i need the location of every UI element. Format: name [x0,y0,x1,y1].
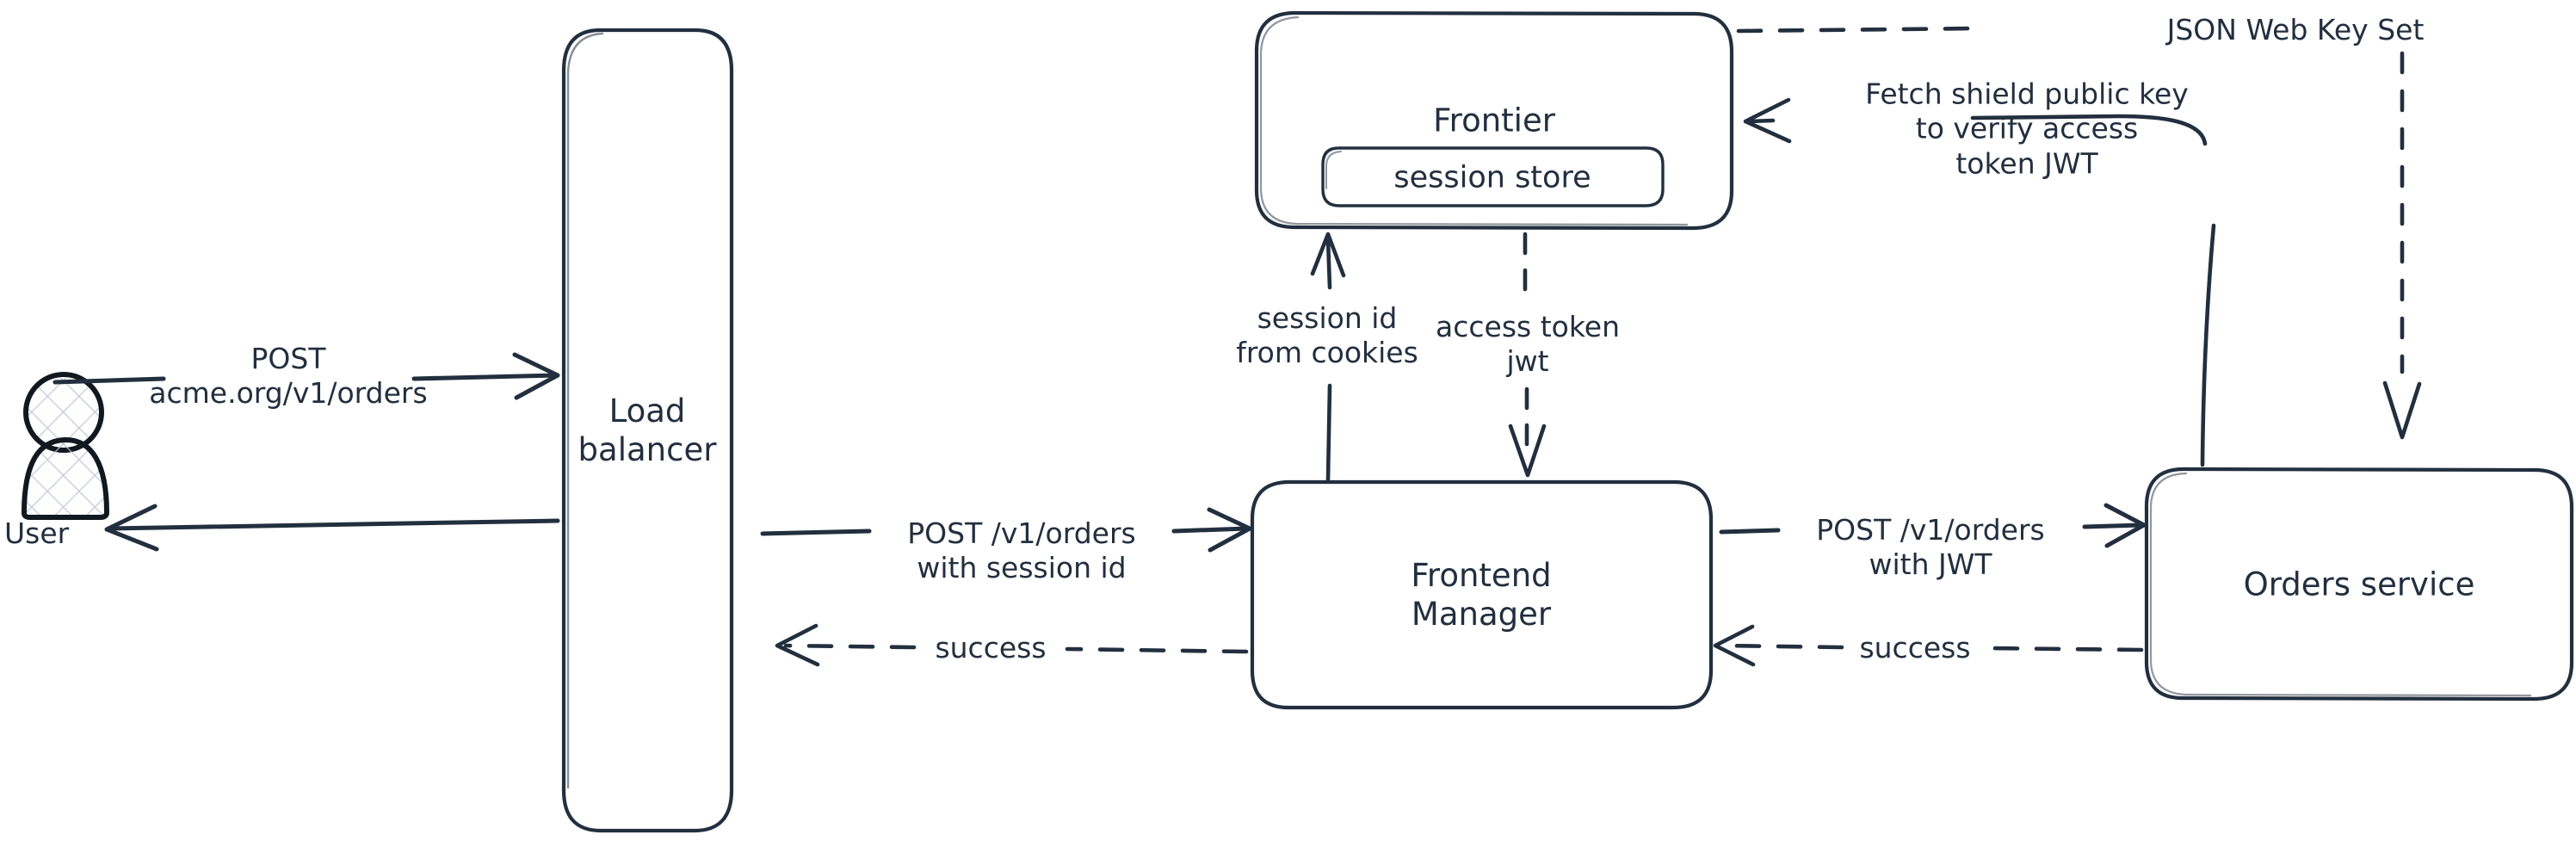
edge-user-to-lb [53,352,560,400]
edge-fm-to-lb [775,623,1249,667]
edge-label-lb-to-fm: POST /v1/orders with session id [907,516,1136,584]
frontier-label: Frontier [1433,102,1555,139]
edge-frontier-to-orders [1736,26,2422,440]
edge-label-fm-to-lb: success [935,630,1047,665]
session-store-label: session store [1393,160,1591,195]
edge-label-orders-to-frontier: Fetch shield public key to verify access… [1865,77,2189,181]
edge-frontier-to-fm [1508,232,1547,478]
edge-label-frontier-to-orders: JSON Web Key Set [2166,12,2425,46]
load-balancer-shape [561,28,734,833]
load-balancer-label: Load balancer [578,392,717,468]
frontier-shape [1254,10,1734,231]
edge-label-fm-to-frontier: session id from cookies [1236,300,1418,369]
frontend-manager-label: Frontend Manager [1411,556,1552,633]
edge-label-user-to-lb: POST acme.org/v1/orders [149,341,428,410]
user-label: User [4,516,70,550]
edge-label-orders-to-fm: success [1859,630,1971,665]
orders-service-shape [2144,467,2574,702]
edge-fm-to-orders [1719,503,2147,548]
user-actor-icon [22,372,109,520]
edge-lb-to-user [104,504,560,552]
edge-fm-to-frontier [1310,232,1346,483]
edge-lb-to-fm [760,507,1252,553]
frontend-manager-shape [1250,479,1714,710]
edge-orders-to-frontier [1743,97,2216,467]
edge-label-frontier-to-fm: access token jwt [1436,309,1620,378]
edge-label-fm-to-orders: POST /v1/orders with JWT [1816,512,2045,581]
edge-orders-to-fm [1713,624,2144,667]
orders-service-label: Orders service [2243,566,2475,603]
